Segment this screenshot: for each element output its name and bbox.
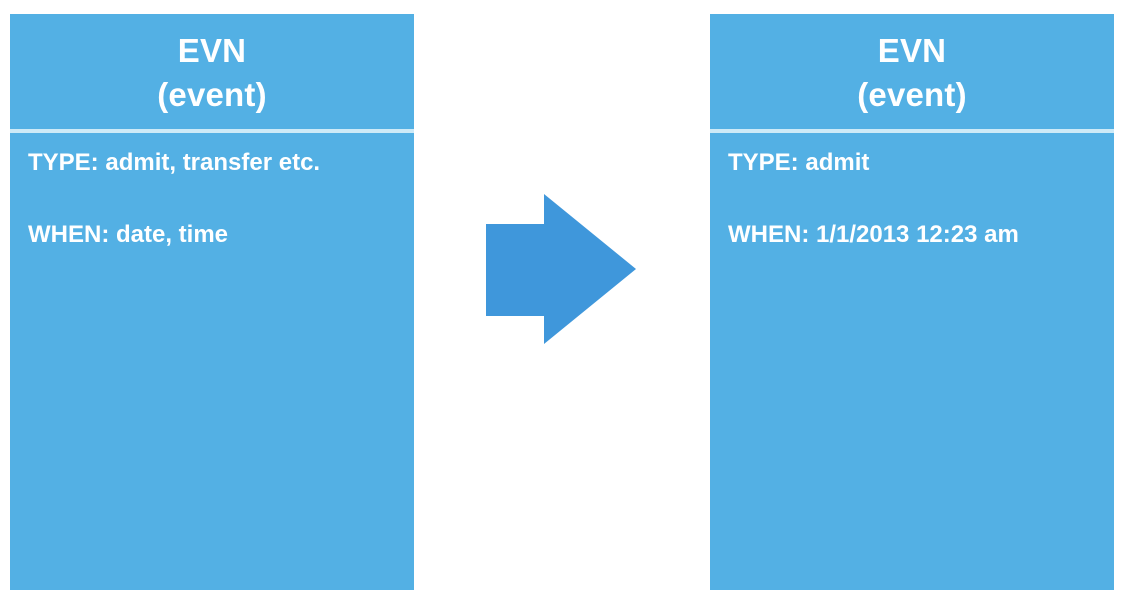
- when-field: WHEN: date, time: [28, 221, 229, 248]
- evn-segment-template-card: EVN (event) TYPE: admit, transfer etc. W…: [10, 14, 414, 590]
- card-title: EVN: [177, 32, 247, 69]
- card-divider: [10, 129, 414, 133]
- card-subtitle: (event): [157, 76, 267, 113]
- type-field: TYPE: admit, transfer etc.: [28, 149, 321, 176]
- card-title: EVN: [877, 32, 947, 69]
- card-header: EVN (event): [710, 14, 1114, 128]
- right-arrow-icon: [486, 194, 636, 344]
- card-header: EVN (event): [10, 14, 414, 128]
- card-subtitle: (event): [857, 76, 967, 113]
- card-body: TYPE: admit WHEN: 1/1/2013 12:23 am: [710, 133, 1114, 250]
- type-field: TYPE: admit: [728, 149, 870, 176]
- card-divider: [710, 129, 1114, 133]
- evn-segment-instance-card: EVN (event) TYPE: admit WHEN: 1/1/2013 1…: [710, 14, 1114, 590]
- arrow-shape: [486, 194, 636, 344]
- when-field: WHEN: 1/1/2013 12:23 am: [728, 221, 1019, 248]
- card-body: TYPE: admit, transfer etc. WHEN: date, t…: [10, 133, 414, 250]
